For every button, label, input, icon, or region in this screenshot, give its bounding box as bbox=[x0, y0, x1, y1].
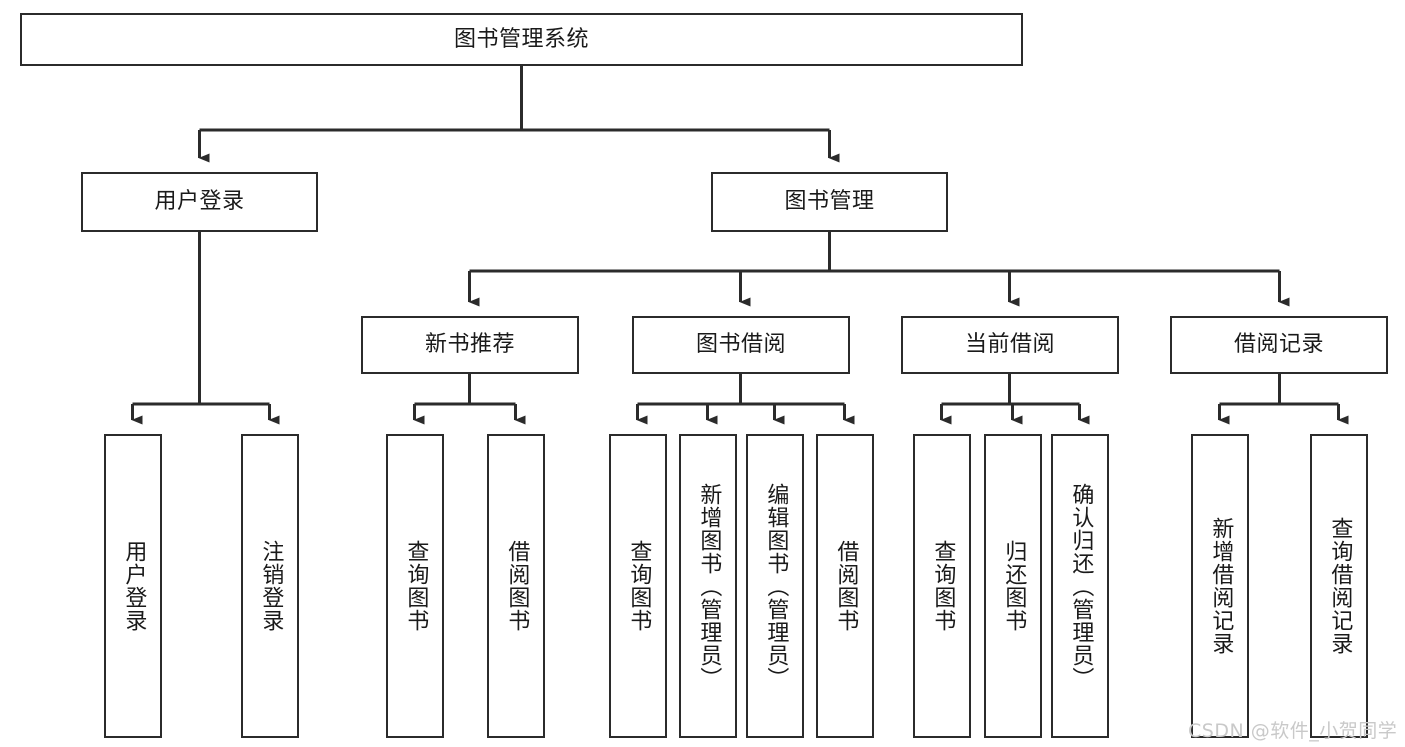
node-leaf-rec-query-label: 查询图书 bbox=[403, 540, 429, 632]
node-leaf-user-login[interactable]: 用户登录 bbox=[104, 434, 162, 738]
node-new-book-rec-label: 新书推荐 bbox=[424, 332, 515, 358]
node-leaf-cur-return-label: 归还图书 bbox=[1001, 540, 1027, 632]
node-leaf-borrow-query[interactable]: 查询图书 bbox=[609, 434, 667, 738]
node-current-borrow-label: 当前借阅 bbox=[964, 332, 1055, 358]
node-leaf-borrow-query-label: 查询图书 bbox=[626, 540, 652, 632]
node-leaf-borrow-add[interactable]: 新增图书（管理员） bbox=[679, 434, 737, 738]
node-book-borrow-label: 图书借阅 bbox=[695, 332, 786, 358]
node-book-manage-label: 图书管理 bbox=[784, 189, 875, 215]
node-leaf-rec-search-label: 查询借阅记录 bbox=[1327, 517, 1353, 655]
node-book-borrow[interactable]: 图书借阅 bbox=[632, 316, 850, 374]
node-book-manage[interactable]: 图书管理 bbox=[711, 172, 948, 232]
node-root[interactable]: 图书管理系统 bbox=[20, 13, 1023, 66]
node-leaf-rec-borrow-label: 借阅图书 bbox=[504, 540, 530, 632]
node-root-label: 图书管理系统 bbox=[453, 26, 589, 52]
node-leaf-borrow-do[interactable]: 借阅图书 bbox=[816, 434, 874, 738]
node-leaf-logout-label: 注销登录 bbox=[258, 540, 284, 632]
node-leaf-rec-add-label: 新增借阅记录 bbox=[1208, 517, 1234, 655]
node-leaf-logout[interactable]: 注销登录 bbox=[241, 434, 299, 738]
node-leaf-borrow-do-label: 借阅图书 bbox=[833, 540, 859, 632]
node-leaf-borrow-edit-label: 编辑图书（管理员） bbox=[763, 482, 789, 690]
node-leaf-cur-query[interactable]: 查询图书 bbox=[913, 434, 971, 738]
node-leaf-cur-query-label: 查询图书 bbox=[930, 540, 956, 632]
node-new-book-rec[interactable]: 新书推荐 bbox=[361, 316, 579, 374]
node-leaf-cur-confirm-label: 确认归还（管理员） bbox=[1068, 482, 1094, 690]
node-leaf-user-login-label: 用户登录 bbox=[121, 540, 147, 632]
node-user-login[interactable]: 用户登录 bbox=[81, 172, 318, 232]
node-leaf-rec-query[interactable]: 查询图书 bbox=[386, 434, 444, 738]
node-leaf-cur-confirm[interactable]: 确认归还（管理员） bbox=[1051, 434, 1109, 738]
node-leaf-rec-search[interactable]: 查询借阅记录 bbox=[1310, 434, 1368, 738]
node-borrow-record[interactable]: 借阅记录 bbox=[1170, 316, 1388, 374]
node-leaf-borrow-edit[interactable]: 编辑图书（管理员） bbox=[746, 434, 804, 738]
node-leaf-cur-return[interactable]: 归还图书 bbox=[984, 434, 1042, 738]
node-leaf-rec-add[interactable]: 新增借阅记录 bbox=[1191, 434, 1249, 738]
node-user-login-label: 用户登录 bbox=[154, 189, 245, 215]
node-leaf-borrow-add-label: 新增图书（管理员） bbox=[696, 482, 722, 690]
node-current-borrow[interactable]: 当前借阅 bbox=[901, 316, 1119, 374]
node-borrow-record-label: 借阅记录 bbox=[1233, 332, 1324, 358]
node-leaf-rec-borrow[interactable]: 借阅图书 bbox=[487, 434, 545, 738]
